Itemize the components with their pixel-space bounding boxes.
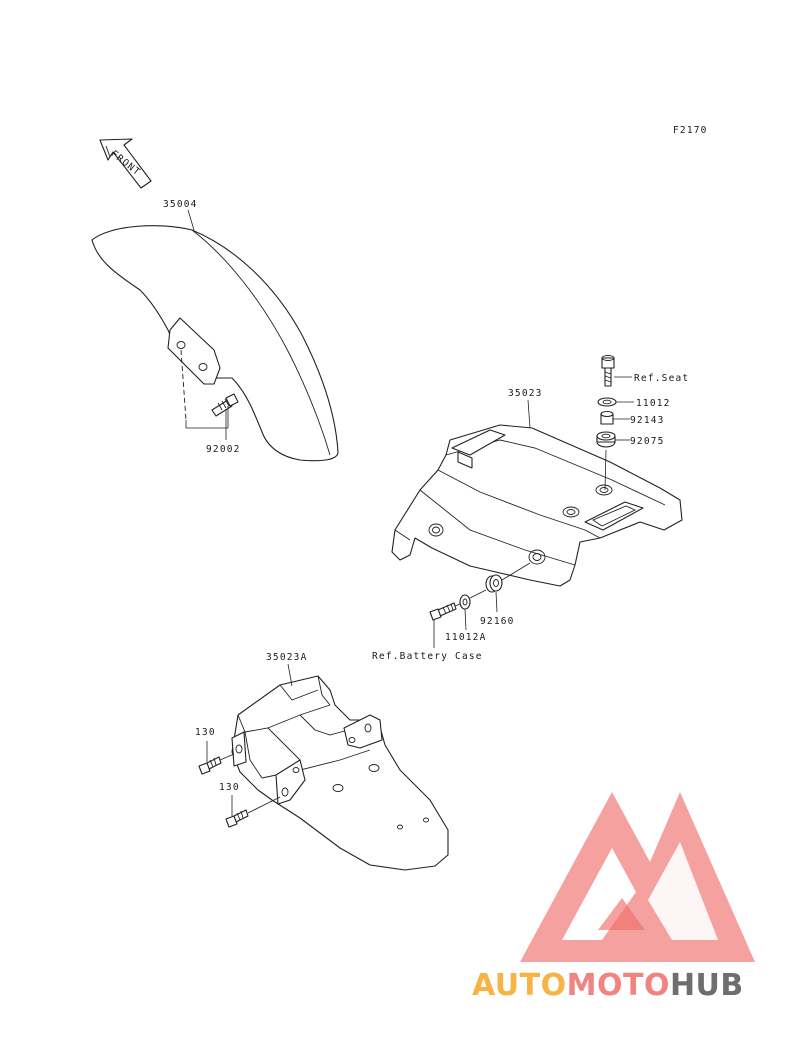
- front-fender-bolt-icon: [211, 393, 239, 417]
- collar-icon: [600, 410, 614, 425]
- label-battery-case-ref: Ref.Battery Case: [372, 651, 483, 662]
- rear-bolt-a-icon: [198, 756, 222, 775]
- rear-bolt-b-icon: [225, 809, 249, 828]
- grommet-upper-icon: [596, 431, 616, 448]
- logo-text-auto: AUTO: [472, 968, 567, 1003]
- rear-fender-rear: [231, 675, 449, 871]
- seat-bolt-icon: [601, 355, 615, 387]
- label-rear-bolt-a: 130: [195, 727, 216, 738]
- logo-text-hub: HUB: [670, 968, 744, 1003]
- label-collar: 92143: [630, 415, 665, 426]
- automotohub-logo: AUTOMOTOHUB: [472, 792, 755, 1003]
- logo-text-moto: MOTO: [567, 968, 670, 1003]
- label-rear-fender-front: 35023: [508, 388, 543, 399]
- label-rear-bolt-b: 130: [219, 782, 240, 793]
- label-front-fender-bolt: 92002: [206, 444, 241, 455]
- front-arrow-icon: FRONT: [99, 138, 152, 189]
- rear-fender-front: [391, 424, 683, 587]
- label-rear-fender-rear: 35023A: [266, 652, 308, 663]
- front-fender: [91, 225, 339, 462]
- washer-side-icon: [459, 594, 471, 610]
- label-grommet-upper: 92075: [630, 436, 665, 447]
- label-washer-side: 11012A: [445, 632, 487, 643]
- label-washer-upper: 11012: [636, 398, 671, 409]
- grommet-side-icon: [485, 574, 503, 593]
- label-front-fender: 35004: [163, 199, 198, 210]
- label-grommet-side: 92160: [480, 616, 515, 627]
- battery-case-bolt-icon: [429, 602, 457, 621]
- figure-code: F2170: [673, 125, 708, 136]
- washer-upper-icon: [597, 397, 617, 407]
- label-seat-ref: Ref.Seat: [634, 373, 689, 384]
- svg-text:AUTOMOTOHUB: AUTOMOTOHUB: [472, 968, 744, 1003]
